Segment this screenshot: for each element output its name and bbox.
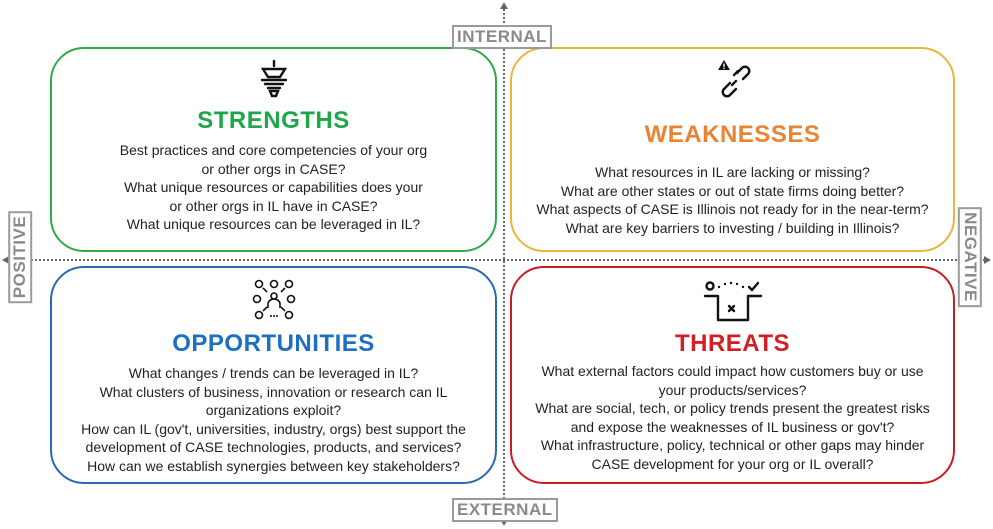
weaknesses-line: What aspects of CASE is Illinois not rea…	[536, 201, 929, 217]
opportunities-line: What clusters of business, innovation or…	[99, 383, 448, 400]
threats-box: THREATS What external factors could impa…	[510, 266, 955, 484]
opportunities-line: organizations exploit?	[205, 402, 342, 418]
opportunities-title: OPPORTUNITIES	[172, 330, 375, 357]
threats-title: THREATS	[674, 330, 791, 357]
pit-obstacle-icon	[703, 281, 762, 322]
weaknesses-line: What are key barriers to investing / bui…	[565, 219, 900, 236]
arrow-left-icon	[2, 256, 9, 264]
threats-line: and expose the weaknesses of IL business…	[570, 418, 895, 435]
internal-axis-label: INTERNAL	[452, 25, 552, 49]
opportunities-line: What changes / trends can be leveraged i…	[128, 365, 419, 381]
threats-line: your products/services?	[658, 381, 807, 398]
opportunities-line: How can we establish synergies between k…	[87, 457, 460, 474]
weaknesses-text: What resources in IL are lacking or miss…	[512, 163, 953, 237]
opportunities-line: development of CASE technologies, produc…	[85, 439, 462, 455]
negative-axis-label: NEGATIVE	[957, 207, 982, 307]
strengths-line: What unique resources or capabilities do…	[124, 179, 423, 195]
weaknesses-line: What are other states or out of state fi…	[560, 182, 905, 199]
strengths-text: Best practices and core competencies of …	[52, 141, 495, 234]
arrow-down-icon	[500, 519, 508, 526]
threats-text: What external factors could impact how c…	[512, 362, 953, 473]
weaknesses-box: WEAKNESSES What resources in IL are lack…	[510, 47, 955, 252]
strengths-title: STRENGTHS	[197, 107, 350, 134]
arrow-right-icon	[984, 256, 991, 264]
strengths-line: or other orgs in IL have in CASE?	[169, 197, 378, 214]
strengths-line: or other orgs in CASE?	[201, 160, 346, 177]
threats-line: What are social, tech, or policy trends …	[535, 400, 930, 416]
lightbulb-icon	[260, 59, 287, 98]
broken-chain-warning-icon	[717, 60, 750, 98]
vertical-axis	[503, 6, 505, 518]
opportunities-line: How can IL (gov't, universities, industr…	[81, 420, 466, 437]
weaknesses-line: What resources in IL are lacking or miss…	[595, 164, 870, 180]
network-person-icon	[252, 279, 295, 320]
opportunities-box: OPPORTUNITIES What changes / trends can …	[50, 266, 497, 484]
opportunities-text: What changes / trends can be leveraged i…	[52, 364, 495, 475]
weaknesses-title: WEAKNESSES	[644, 121, 821, 148]
horizontal-axis	[8, 259, 988, 261]
threats-line: What infrastructure, policy, technical o…	[540, 437, 925, 453]
strengths-line: Best practices and core competencies of …	[119, 142, 428, 158]
threats-line: CASE development for your org or IL over…	[591, 455, 874, 472]
external-axis-label: EXTERNAL	[452, 498, 558, 522]
strengths-box: STRENGTHS Best practices and core compet…	[50, 47, 497, 252]
positive-axis-label: POSITIVE	[8, 210, 33, 304]
arrow-up-icon	[500, 2, 508, 9]
strengths-line: What unique resources can be leveraged i…	[126, 216, 421, 232]
threats-line: What external factors could impact how c…	[541, 363, 924, 379]
